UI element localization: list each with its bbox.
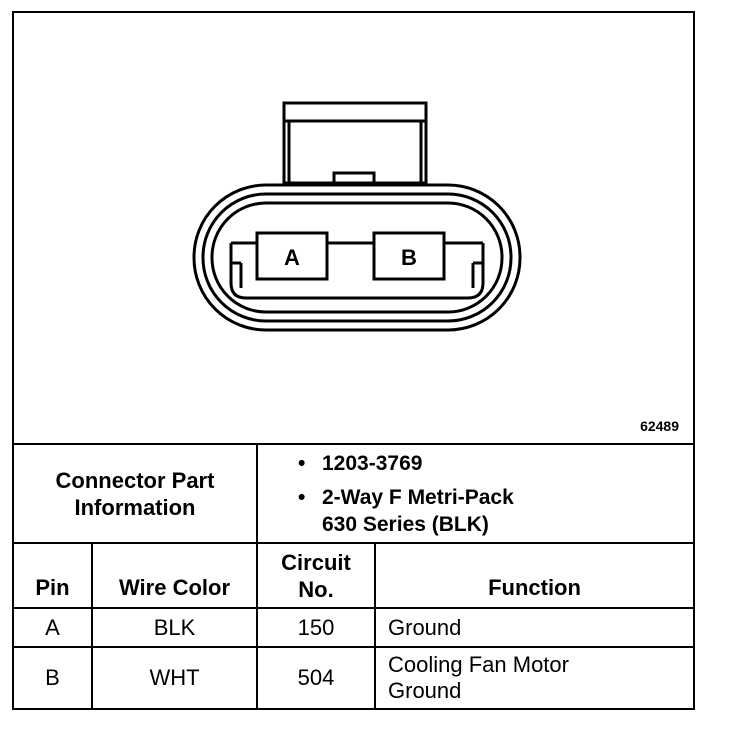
pin-b-label: B [401, 245, 417, 270]
header-circuit-line1: Circuit [281, 549, 351, 575]
row-b-circuit: 504 [297, 665, 335, 690]
row-b-wire-color: WHT [149, 665, 200, 690]
table-top-rule [14, 443, 693, 445]
circuit-col-divider [374, 542, 376, 708]
part-info-bottom-rule [14, 542, 693, 544]
row-b-function-line2: Ground [388, 678, 462, 703]
figure-id: 62489 [640, 418, 679, 434]
connector-diagram: A B [192, 101, 522, 332]
header-pin: Pin [35, 575, 70, 600]
locking-tab [282, 101, 428, 185]
pin-col-divider [91, 542, 93, 708]
row-a-wire-color: BLK [153, 614, 196, 640]
part-number-bullet: • [298, 452, 306, 475]
row-a-function: Ground [388, 614, 462, 640]
row-b-function-line1: Cooling Fan Motor [388, 652, 569, 677]
part-info-label-line2: Information [74, 494, 196, 520]
pin-a-terminal [255, 231, 329, 281]
part-info-label-line1: Connector Part [55, 467, 215, 493]
pin-a-label: A [284, 245, 300, 270]
diagram-frame: A B 62489 Connector Part Information • 1… [12, 11, 695, 710]
row-b-pin: B [45, 665, 60, 690]
pin-b-terminal [372, 231, 446, 281]
connector-middle-housing [201, 192, 513, 323]
header-wire-color: Wire Color [118, 575, 231, 600]
row-a-pin: A [45, 614, 60, 640]
row-a-bottom-rule [14, 646, 693, 648]
connector-inner-housing [210, 201, 504, 314]
pin-cavity [229, 243, 485, 300]
header-function: Function [488, 575, 581, 600]
description-bullet: • [298, 486, 306, 509]
connector-outer-housing [192, 183, 522, 332]
description-line2: 630 Series (BLK) [322, 513, 489, 536]
description-line1: 2-Way F Metri-Pack [322, 486, 514, 509]
row-a-circuit: 150 [297, 614, 335, 640]
part-number: 1203-3769 [322, 452, 423, 475]
part-info-label: Connector Part Information [14, 445, 256, 542]
row-b-function: Cooling Fan Motor Ground [388, 648, 688, 708]
part-info-divider [256, 443, 258, 708]
header-circuit: Circuit No. [258, 544, 374, 607]
header-circuit-line2: No. [298, 576, 334, 602]
header-bottom-rule [14, 607, 693, 609]
